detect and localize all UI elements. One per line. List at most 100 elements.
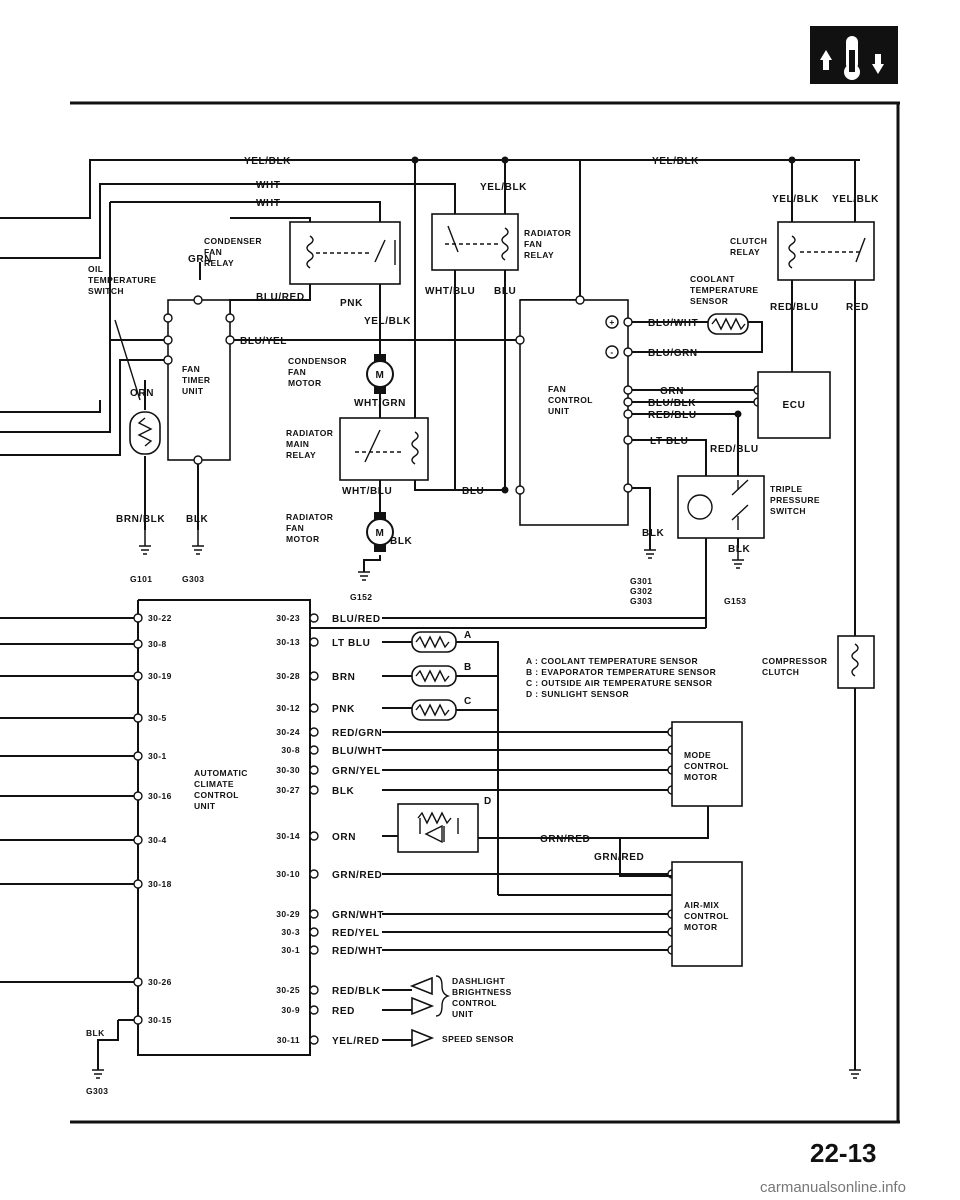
compressor-clutch-symbol <box>837 635 875 689</box>
plus-label: + <box>609 317 614 327</box>
svg-text:MOTOR: MOTOR <box>288 378 321 388</box>
wire-label: WHT <box>256 198 281 209</box>
right-pin-label: 30-3 <box>281 927 300 937</box>
left-pins: 30-2230-830-1930-530-130-1630-430-1830-2… <box>0 613 172 1025</box>
coolant-temperature-sensor-label: COOLANT TEMPERATURE SENSOR <box>690 274 758 306</box>
radiator-main-relay-label: RADIATOR MAIN RELAY <box>286 428 333 460</box>
motor-m-label-2: M <box>376 528 385 539</box>
svg-text:B : EVAPORATOR TEMPERATURE SEN: B : EVAPORATOR TEMPERATURE SENSOR <box>526 667 716 677</box>
svg-text:A: A <box>464 630 472 641</box>
right-pin-wire-label: BRN <box>332 672 355 683</box>
svg-text:AIR-MIX: AIR-MIX <box>684 900 719 910</box>
left-pin-connector <box>133 639 143 649</box>
svg-text:G303: G303 <box>86 1086 108 1096</box>
wire-label: WHT/BLU <box>425 286 475 297</box>
right-pin-label: 30-24 <box>276 727 300 737</box>
plus-terminal-icon <box>605 315 619 329</box>
right-pin-connector <box>309 945 319 955</box>
left-pin-label: 30-18 <box>148 879 172 889</box>
left-pin-label: 30-4 <box>148 835 167 845</box>
svg-text:RADIATOR: RADIATOR <box>286 428 333 438</box>
right-pin-wire-label: RED/BLK <box>332 986 381 997</box>
svg-text:MAIN: MAIN <box>286 439 309 449</box>
wire-label: YEL/BLK <box>480 182 527 193</box>
oil-temperature-switch-symbol <box>129 411 161 455</box>
wire-label: BLU/YEL <box>240 336 287 347</box>
svg-text:C: C <box>464 696 472 707</box>
sensor-thermistors <box>411 631 499 895</box>
wire-label: GRN/RED <box>594 852 644 863</box>
svg-text:MOTOR: MOTOR <box>684 772 717 782</box>
minus-label: - <box>610 347 613 357</box>
left-pin-label: 30-26 <box>148 977 172 987</box>
svg-text:RELAY: RELAY <box>730 247 760 257</box>
condenser-fan-relay-symbol <box>289 221 401 285</box>
svg-text:RELAY: RELAY <box>204 258 234 268</box>
left-pin-connector <box>133 713 143 723</box>
sunlight-sensor-symbol <box>397 803 479 853</box>
right-pin-connector <box>309 985 319 995</box>
svg-text:FAN: FAN <box>182 364 200 374</box>
minus-terminal-icon <box>605 345 619 359</box>
svg-text:RELAY: RELAY <box>286 450 316 460</box>
climate-control-unit-label: AUTOMATIC CLIMATE CONTROL UNIT <box>194 768 247 811</box>
wire-label: YEL/BLK <box>772 194 819 205</box>
left-pin-connector <box>133 879 143 889</box>
right-pin-wire-label: GRN/WHT <box>332 910 384 921</box>
svg-text:COMPRESSOR: COMPRESSOR <box>762 656 827 666</box>
top-labels: YEL/BLK YEL/BLK WHT WHT YEL/BLK YEL/BLK … <box>116 156 879 555</box>
left-pin-connector <box>133 751 143 761</box>
left-pin-connector <box>133 977 143 987</box>
wire-label: YEL/BLK <box>832 194 879 205</box>
right-pin-connector <box>309 765 319 775</box>
clutch-relay-symbol <box>777 221 875 281</box>
right-pin-label: 30-13 <box>276 637 300 647</box>
sensor-letters: A B C D <box>464 630 491 807</box>
left-pin-label: 30-5 <box>148 713 167 723</box>
right-pin-label: 30-10 <box>276 869 300 879</box>
wire-label: BLU/GRN <box>648 348 698 359</box>
right-pin-label: 30-29 <box>276 909 300 919</box>
right-pin-wire-label: YEL/RED <box>332 1036 380 1047</box>
left-pin-label: 30-8 <box>148 639 167 649</box>
radiator-fan-motor-symbol <box>366 512 394 552</box>
svg-text:B: B <box>464 662 472 673</box>
fan-control-unit <box>519 299 629 526</box>
svg-text:BRIGHTNESS: BRIGHTNESS <box>452 987 512 997</box>
svg-text:SWITCH: SWITCH <box>88 286 124 296</box>
triple-pressure-switch-symbol <box>677 475 765 539</box>
right-pin-wire-label: RED/YEL <box>332 928 380 939</box>
svg-text:MOTOR: MOTOR <box>684 922 717 932</box>
right-pin-connector <box>309 785 319 795</box>
ecu-box <box>757 371 831 439</box>
page-number: 22-13 <box>810 1138 877 1168</box>
svg-text:G303: G303 <box>630 596 652 606</box>
right-pin-wire-label: LT BLU <box>332 638 370 649</box>
svg-text:SWITCH: SWITCH <box>770 506 806 516</box>
right-pin-label: 30-12 <box>276 703 300 713</box>
left-pin-connector <box>133 791 143 801</box>
svg-text:FAN: FAN <box>286 523 304 533</box>
wire-label: BLK <box>728 544 751 555</box>
right-pin-wire-label: RED <box>332 1006 355 1017</box>
svg-text:CONDENSER: CONDENSER <box>204 236 262 246</box>
radiator-fan-relay-symbol <box>431 213 519 271</box>
right-pin-label: 30-28 <box>276 671 300 681</box>
oil-temperature-switch-label: OIL TEMPERATURE SWITCH <box>88 264 156 296</box>
thermometer-up-down-icon <box>810 26 898 84</box>
svg-text:FAN: FAN <box>204 247 222 257</box>
right-pin-label: 30-1 <box>281 945 300 955</box>
wire-label: ORN <box>130 388 154 399</box>
motor-m-label-1: M <box>376 370 385 381</box>
right-pin-connector <box>309 727 319 737</box>
wire-label: GRN <box>660 386 684 397</box>
svg-text:CONTROL: CONTROL <box>684 761 729 771</box>
svg-text:RADIATOR: RADIATOR <box>286 512 333 522</box>
right-pin-wire-label: BLU/WHT <box>332 746 382 757</box>
wire-label: BLU/RED <box>256 292 305 303</box>
condenser-fan-motor-symbol <box>366 354 394 394</box>
wire-label: BLK <box>186 514 209 525</box>
svg-text:UNIT: UNIT <box>452 1009 474 1019</box>
wire-label: WHT/BLU <box>342 486 392 497</box>
